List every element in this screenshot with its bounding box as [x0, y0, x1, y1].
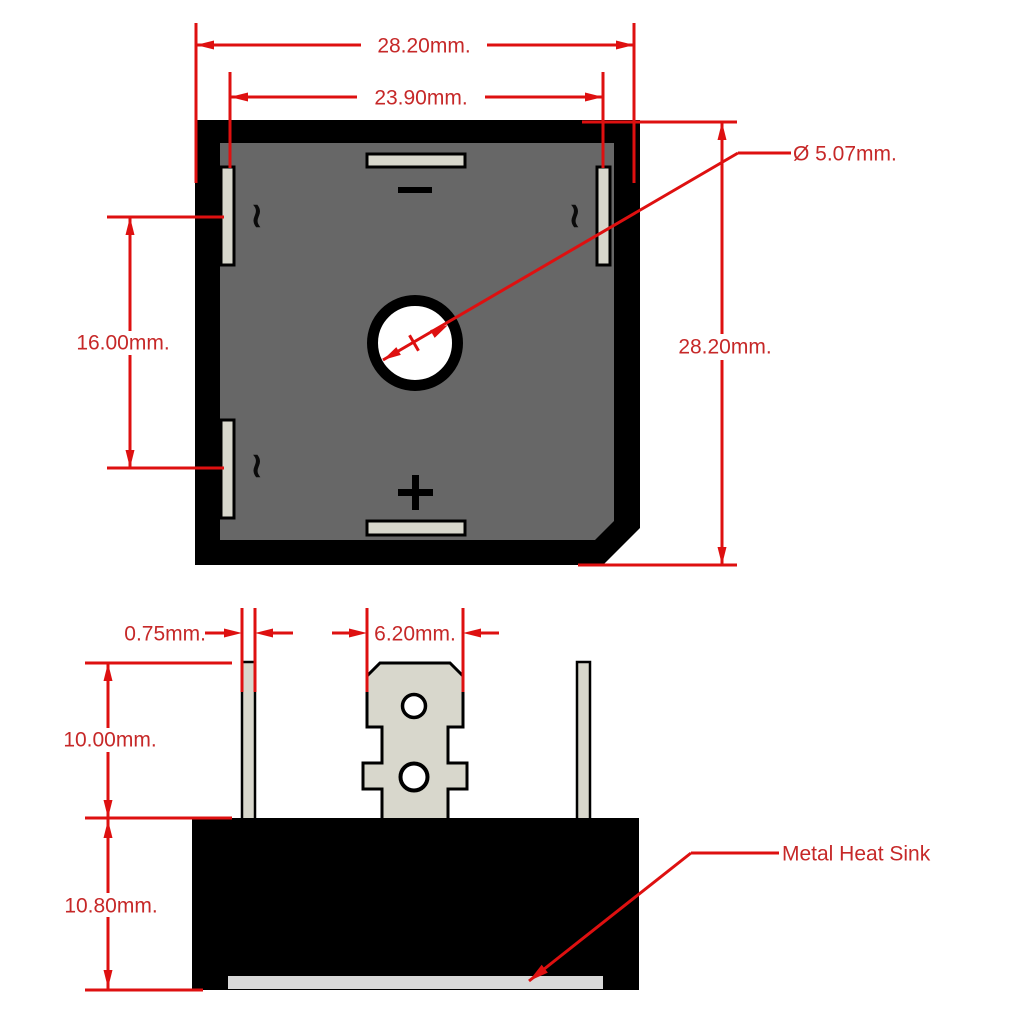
dim-label-ac-spacing: 16.00mm.	[76, 332, 169, 355]
arrowhead	[224, 628, 242, 638]
arrowhead	[103, 820, 113, 838]
metal-heatsink-strip	[228, 976, 603, 989]
dimension-overall-height: 28.20mm.	[578, 120, 784, 567]
dim-label-overall-width: 28.20mm.	[377, 35, 470, 58]
arrowhead	[125, 450, 135, 468]
faston-tab-hole-lower	[398, 761, 430, 793]
side-faston-tab	[361, 661, 469, 822]
arrowhead	[717, 547, 727, 565]
side-pin-left	[240, 660, 257, 822]
hole-center-mark	[408, 334, 420, 352]
ac-symbol-top-right: ~	[555, 201, 596, 231]
text-mask	[56, 728, 164, 752]
dimension-tab-width: 6.20mm.	[332, 608, 499, 692]
dim-label-body-height: 10.80mm.	[64, 895, 157, 918]
heatsink-label: Metal Heat Sink	[782, 843, 931, 866]
arrowhead	[463, 628, 481, 638]
text-mask	[61, 331, 185, 355]
dimension-pin-thickness: 0.75mm.	[124, 608, 293, 692]
arrowhead	[383, 347, 401, 360]
ac-symbol-bottom-left: ~	[237, 451, 278, 481]
side-body	[192, 818, 639, 990]
arrowhead	[125, 217, 135, 235]
arrowhead	[616, 40, 634, 50]
terminal-positive-tab	[365, 519, 467, 537]
heatsink-callout: Metal Heat Sink	[528, 843, 931, 983]
dimension-ac-terminal-spacing: 16.00mm.	[61, 215, 224, 470]
leader-line	[382, 151, 739, 362]
minus-symbol	[398, 187, 432, 193]
dim-label-tab-width: 6.20mm.	[374, 623, 456, 646]
arrowhead	[430, 325, 448, 338]
dimension-pin-length: 10.00mm.	[56, 661, 232, 820]
top-view: ~ ~ ~	[195, 120, 640, 565]
arrowhead	[103, 800, 113, 818]
dim-label-overall-height: 28.20mm.	[678, 336, 771, 359]
leader-line	[528, 851, 692, 983]
dimension-terminal-span: 23.90mm.	[228, 72, 605, 168]
text-mask	[666, 334, 784, 360]
arrowhead	[103, 970, 113, 988]
side-pin-right	[575, 660, 592, 822]
arrowhead	[529, 964, 548, 981]
text-mask	[361, 33, 487, 57]
arrowhead	[196, 40, 214, 50]
terminal-negative-tab	[365, 152, 467, 169]
dimension-overall-width: 28.20mm.	[194, 23, 636, 183]
arrowhead	[717, 122, 727, 140]
ac-symbol-top-left: ~	[237, 201, 278, 231]
arrowhead	[585, 92, 603, 102]
plus-symbol	[398, 475, 433, 510]
terminal-ac-top-right-tab	[595, 165, 612, 267]
dim-label-pin-length: 10.00mm.	[63, 729, 156, 752]
dimension-body-height: 10.80mm.	[56, 818, 203, 992]
arrowhead	[349, 628, 367, 638]
dim-label-hole-diameter: Ø 5.07mm.	[793, 143, 897, 166]
text-mask	[56, 893, 166, 917]
dimension-hole-diameter: Ø 5.07mm.	[382, 143, 897, 362]
dim-label-pin-thickness: 0.75mm.	[124, 623, 206, 646]
side-view	[192, 660, 639, 990]
arrowhead	[103, 663, 113, 681]
arrowhead	[230, 92, 248, 102]
text-mask	[357, 85, 485, 109]
faston-tab-hole-upper	[400, 692, 428, 720]
dim-label-terminal-span: 23.90mm.	[374, 87, 467, 110]
arrowhead	[255, 628, 273, 638]
